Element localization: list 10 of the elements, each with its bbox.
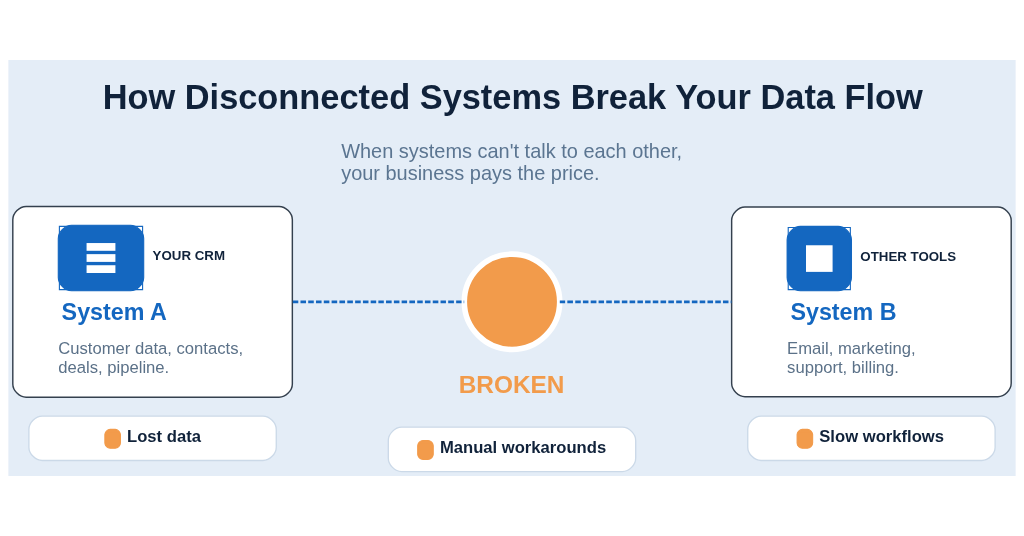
node-box: Lost data — [28, 415, 277, 462]
connector — [292, 300, 465, 304]
node-box: Slow workflows — [747, 415, 996, 462]
diagram-title: How Disconnected Systems Break Your Data Flow — [102, 77, 923, 116]
node-box: YOUR CRM System A Customer data, contacts, deals, pipeline. — [12, 205, 294, 398]
node-label: BROKEN — [458, 371, 565, 399]
label: When systems can't talk to each other, your business pays the price. — [341, 140, 683, 185]
node-box: Manual workarounds — [387, 426, 637, 473]
node-circle — [461, 251, 563, 353]
node-box: OTHER TOOLS System B Email, marketing, support, billing. — [730, 206, 1012, 398]
